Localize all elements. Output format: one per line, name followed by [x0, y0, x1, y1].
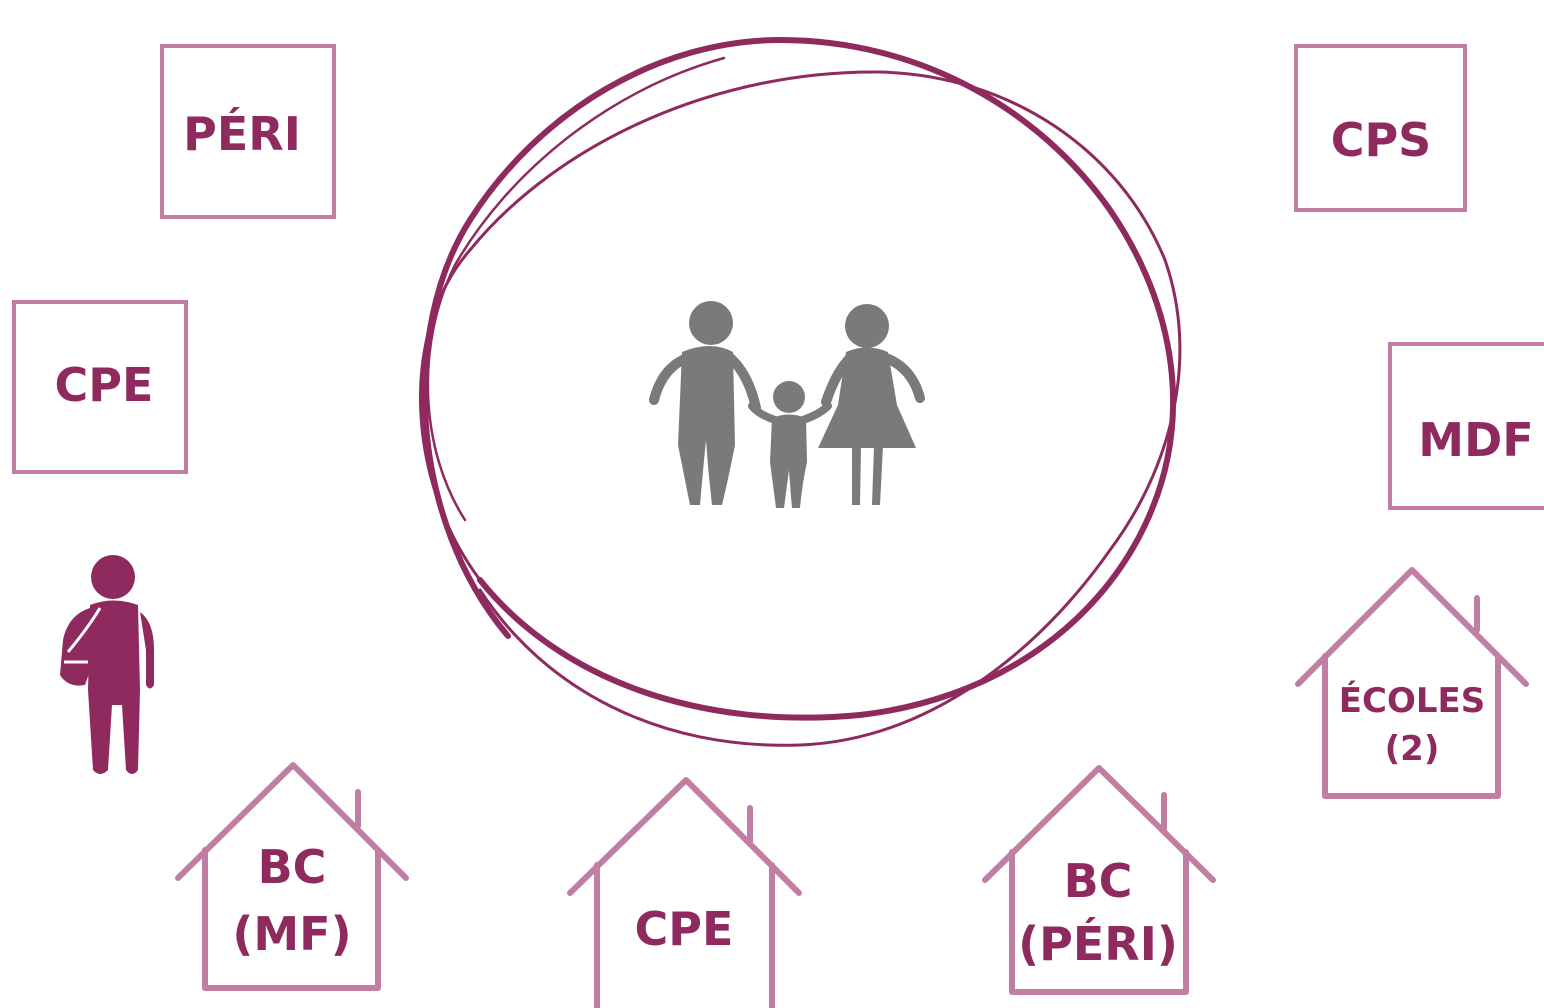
house-bc-peri: BC (PÉRI)	[982, 765, 1216, 995]
family-icon	[649, 301, 925, 508]
box-cps: CPS	[1294, 44, 1467, 212]
box-peri-label: PÉRI	[183, 107, 301, 161]
house-cpe-label: CPE	[635, 902, 734, 956]
house-bc-mf: BC (MF)	[175, 762, 409, 991]
house-ecoles-label-line2: (2)	[1385, 729, 1440, 769]
scribble-circle	[419, 36, 1182, 747]
house-ecoles-label-line1: ÉCOLES	[1339, 680, 1485, 721]
box-mdf: MDF	[1388, 342, 1544, 510]
house-bc-mf-label-line1: BC	[258, 840, 327, 894]
box-cpe: CPE	[12, 300, 188, 474]
box-mdf-label: MDF	[1418, 413, 1533, 467]
student-with-backpack-icon	[60, 555, 154, 774]
house-cpe: CPE	[567, 777, 802, 1008]
box-cpe-label: CPE	[55, 358, 154, 412]
house-bc-peri-label-line1: BC	[1064, 854, 1133, 908]
box-cps-label: CPS	[1331, 113, 1432, 167]
box-peri: PÉRI	[160, 44, 336, 219]
house-ecoles: ÉCOLES (2)	[1295, 567, 1529, 799]
house-bc-mf-label-line2: (MF)	[232, 907, 351, 961]
house-bc-peri-label-line2: (PÉRI)	[1018, 917, 1178, 971]
